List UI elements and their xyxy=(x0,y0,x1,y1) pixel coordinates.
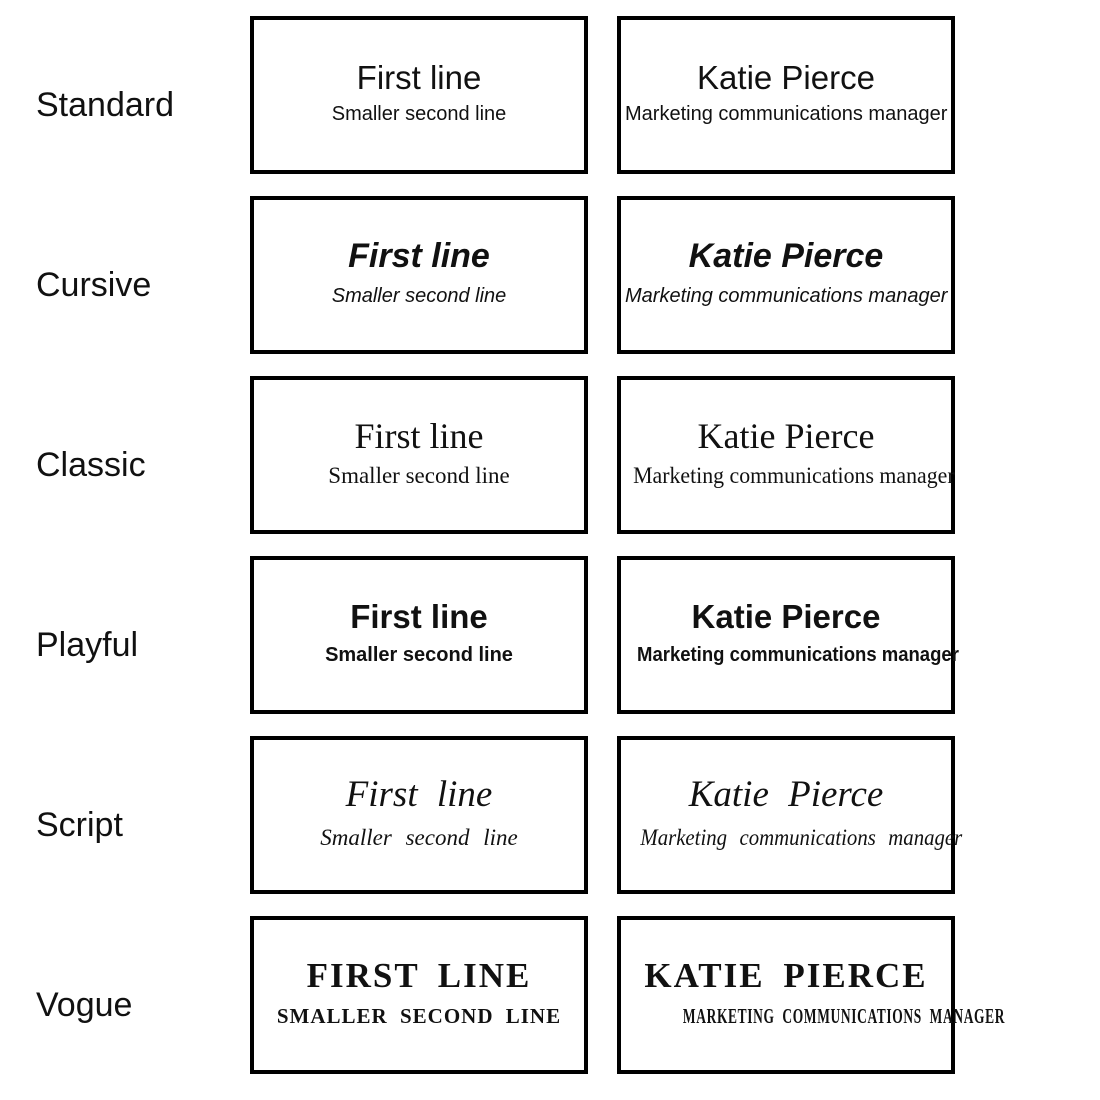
card-first-line: Katie Pierce xyxy=(697,415,875,456)
sample-card-vogue: FIRST LINE SMALLER SECOND LINE xyxy=(250,916,588,1074)
card-second-line: Smaller second line xyxy=(325,644,513,667)
style-label-playful: Playful xyxy=(36,625,139,664)
style-label-vogue: Vogue xyxy=(36,985,133,1024)
sample-card-playful: First line Smaller second line xyxy=(250,556,588,714)
style-label-cursive: Cursive xyxy=(36,265,152,304)
card-first-line: KATIE PIERCE xyxy=(644,955,928,995)
example-card-playful: Katie Pierce Marketing communications ma… xyxy=(617,556,959,714)
style-label-cell: Classic xyxy=(0,376,250,534)
card-second-line: SMALLER SECOND LINE xyxy=(276,1003,562,1028)
card-second-line: Smaller second line xyxy=(320,824,518,850)
example-card-vogue: KATIE PIERCE MARKETING COMMUNICATIONS MA… xyxy=(617,916,1006,1074)
card-first-line: First line xyxy=(356,58,482,96)
card-second-line: Smaller second line xyxy=(331,103,507,126)
style-row-playful: Playful First line Smaller second line K… xyxy=(0,556,1100,714)
card-second-line: Marketing communications manager xyxy=(625,103,948,126)
style-row-classic: Classic First line Smaller second line K… xyxy=(0,376,1100,534)
style-label-cell: Playful xyxy=(0,556,250,714)
card-first-line: First line xyxy=(354,415,484,456)
card-first-line: FIRST LINE xyxy=(306,955,532,995)
card-first-line: Katie Pierce xyxy=(688,773,884,815)
style-row-vogue: Vogue FIRST LINE SMALLER SECOND LINE KAT… xyxy=(0,916,1100,1074)
card-first-line: First line xyxy=(345,773,493,815)
card-second-line: Marketing communications manager xyxy=(633,462,955,488)
card-second-line: Smaller second line xyxy=(331,284,507,307)
example-card-standard: Katie Pierce Marketing communications ma… xyxy=(617,16,955,174)
card-second-line: Marketing communications manager xyxy=(625,284,948,307)
card-second-line: Marketing communications manager xyxy=(640,824,963,850)
example-card-cursive: Katie Pierce Marketing communications ma… xyxy=(617,196,955,354)
card-first-line: Katie Pierce xyxy=(691,597,881,635)
style-row-cursive: Cursive First line Smaller second line K… xyxy=(0,196,1100,354)
card-second-line: MARKETING COMMUNICATIONS MANAGER xyxy=(682,1003,1006,1028)
sample-card-standard: First line Smaller second line xyxy=(250,16,588,174)
style-label-script: Script xyxy=(36,805,123,844)
style-row-standard: Standard First line Smaller second line … xyxy=(0,16,1100,174)
card-first-line: Katie Pierce xyxy=(697,58,875,96)
card-first-line: First line xyxy=(350,597,488,635)
style-label-classic: Classic xyxy=(36,445,146,484)
card-second-line: Smaller second line xyxy=(328,462,510,488)
style-label-cell: Cursive xyxy=(0,196,250,354)
sample-card-cursive: First line Smaller second line xyxy=(250,196,588,354)
font-style-comparison: Standard First line Smaller second line … xyxy=(0,16,1100,1074)
example-card-classic: Katie Pierce Marketing communications ma… xyxy=(617,376,955,534)
style-row-script: Script First line Smaller second line Ka… xyxy=(0,736,1100,894)
style-label-standard: Standard xyxy=(36,85,174,124)
card-first-line: Katie Pierce xyxy=(688,237,884,276)
style-label-cell: Script xyxy=(0,736,250,894)
style-label-cell: Standard xyxy=(0,16,250,174)
style-label-cell: Vogue xyxy=(0,916,250,1074)
example-card-script: Katie Pierce Marketing communications ma… xyxy=(617,736,963,894)
sample-card-script: First line Smaller second line xyxy=(250,736,588,894)
card-first-line: First line xyxy=(348,237,490,276)
sample-card-classic: First line Smaller second line xyxy=(250,376,588,534)
card-second-line: Marketing communications manager xyxy=(637,644,959,667)
